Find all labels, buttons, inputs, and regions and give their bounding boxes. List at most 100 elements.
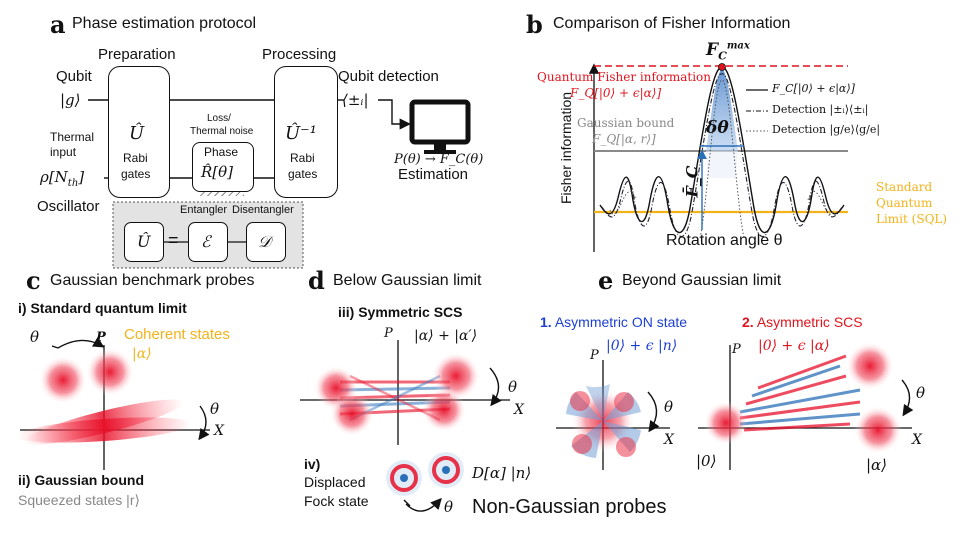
loss-label-1: Loss/ xyxy=(207,113,231,124)
sql-label-2: Quantum xyxy=(876,196,933,210)
item-1-ket: |0⟩ + ϵ |n⟩ xyxy=(606,338,678,354)
fc-max-label: FCmax xyxy=(706,40,750,63)
sub-iii-label: iii) Symmetric SCS xyxy=(338,304,463,320)
panel-d-title: Below Gaussian limit xyxy=(333,272,482,289)
panel-d-letter: d xyxy=(308,266,325,295)
p-axis-e1: P xyxy=(590,348,599,363)
x-axis-e2: X xyxy=(912,432,922,448)
fisher-chart xyxy=(588,63,848,252)
rabi-1: Rabi xyxy=(123,151,148,165)
disentangler-box: 𝒟 xyxy=(246,222,286,262)
entangler-box: ℰ xyxy=(188,222,228,262)
detection-pm-curve xyxy=(601,73,843,237)
qubit-detection-label: Qubit detection xyxy=(338,68,439,85)
thermal-label-2: input xyxy=(50,145,77,159)
coherent-label: Coherent states xyxy=(124,326,230,343)
u-inverse: Û⁻¹ xyxy=(285,123,317,144)
p-axis-d: P xyxy=(384,326,393,341)
legend-detection-ge: Detection |g/e⟩⟨g/e| xyxy=(772,123,881,136)
x-axis-c: X xyxy=(214,423,224,439)
gates-1: gates xyxy=(121,167,151,181)
fock-state-label: Fock state xyxy=(304,493,369,509)
sub-iv-label: iv) xyxy=(304,456,321,472)
gaussian-bound-formula: F_Q[|α, r⟩] xyxy=(592,132,656,146)
entangler-label: Entangler xyxy=(180,204,228,216)
p-axis-c: P xyxy=(96,330,106,345)
max-point xyxy=(718,63,726,71)
squeezed-label: Squeezed states |r⟩ xyxy=(18,492,140,508)
sql-label-1: Standard xyxy=(876,180,933,194)
processing-label: Processing xyxy=(262,46,337,63)
estimation-formula: P(θ) → F_C(θ) xyxy=(394,152,484,167)
delta-theta-label: δθ xyxy=(706,118,729,138)
preparation-box: Û Rabi gates xyxy=(108,66,170,198)
sub-ii-label: ii) Gaussian bound xyxy=(18,472,145,488)
panel-a-title: Phase estimation protocol xyxy=(72,15,257,32)
item-2-ket: |0⟩ + ϵ |α⟩ xyxy=(758,338,830,354)
peak-fill xyxy=(706,68,738,151)
estimation-label: Estimation xyxy=(398,166,469,183)
y-axis-label: Fisher information xyxy=(558,91,575,205)
legend-detection-pm: Detection |±ᵢ⟩⟨±ᵢ| xyxy=(772,103,869,116)
fock-states xyxy=(386,452,464,512)
monitor-icon xyxy=(409,99,471,154)
loss-ground xyxy=(200,190,244,196)
panel-c-graphics xyxy=(16,336,210,470)
panel-b-letter: b xyxy=(526,10,543,39)
item-2-label: 2. Asymmetric SCS xyxy=(742,314,863,330)
gates-2: gates xyxy=(288,167,318,181)
disentangler-label: Disentangler xyxy=(232,204,294,216)
phase-box: Phase R̂[θ] xyxy=(192,142,254,192)
theta-c1: θ xyxy=(30,328,40,346)
inset-equals: = xyxy=(168,230,179,250)
coherent-ket: |α⟩ xyxy=(132,346,152,362)
ket-alpha: |α⟩ xyxy=(866,456,888,474)
non-gaussian-label: Non-Gaussian probes xyxy=(472,496,667,518)
theta-e1: θ xyxy=(664,398,674,416)
panel-e-title: Beyond Gaussian limit xyxy=(622,272,782,289)
theta-d2: θ xyxy=(444,498,454,516)
thermal-label-1: Thermal xyxy=(50,130,95,144)
sql-label-3: Limit (SQL) xyxy=(876,212,948,226)
x-axis-d: X xyxy=(514,402,524,418)
preparation-label: Preparation xyxy=(98,46,176,63)
panel-c-letter: c xyxy=(26,266,41,295)
phase-operator: R̂[θ] xyxy=(201,163,234,181)
p-axis-e2: P xyxy=(732,342,741,357)
panel-e-letter: e xyxy=(598,266,614,295)
panel-b-title: Comparison of Fisher Information xyxy=(553,15,791,32)
x-axis-label: Rotation angle θ xyxy=(666,232,783,249)
loss-label-2: Thermal noise xyxy=(190,126,254,137)
x-axis-e1: X xyxy=(664,432,674,448)
inset-e: ℰ xyxy=(201,232,211,251)
qubit-label: Qubit xyxy=(56,68,92,85)
inset-u: Û xyxy=(137,232,151,251)
sub-i-label: i) Standard quantum limit xyxy=(18,300,187,316)
inset-u-box: Û xyxy=(124,222,164,262)
item-1-label: 1. Asymmetric ON state xyxy=(540,314,688,330)
ket-zero: |0⟩ xyxy=(696,452,717,470)
theta-d1: θ xyxy=(508,378,518,396)
legend-fc: F_C[|0⟩ + ϵ|α⟩] xyxy=(772,82,855,95)
u-hat: Û xyxy=(129,123,145,144)
panel-a-letter: a xyxy=(50,10,66,39)
qubit-ket: |g⟩ xyxy=(60,91,81,109)
panel-d-graphics xyxy=(300,340,510,512)
oscillator-label: Oscillator xyxy=(37,198,100,215)
detection-bra: ⟨±ᵢ| xyxy=(342,91,369,109)
displaced-label: Displaced xyxy=(304,474,366,490)
processing-box: Û⁻¹ Rabi gates xyxy=(274,66,338,198)
theta-e2: θ xyxy=(916,384,926,402)
detection-ge-curve xyxy=(609,79,835,239)
panel-c-title: Gaussian benchmark probes xyxy=(50,272,255,289)
gaussian-bound-label: Gaussian bound xyxy=(577,116,675,130)
theta-c2: θ xyxy=(210,400,220,418)
fc-bar-label: F̄_C xyxy=(682,165,702,198)
panel-e-graphics xyxy=(556,342,914,470)
thermal-rho: ρ[Nth] xyxy=(40,168,85,189)
phase-label: Phase xyxy=(204,145,239,159)
rabi-2: Rabi xyxy=(290,151,315,165)
qfi-label: Quantum Fisher information xyxy=(537,70,712,84)
qfi-formula: F_Q[|0⟩ + ϵ|α⟩] xyxy=(570,86,662,100)
